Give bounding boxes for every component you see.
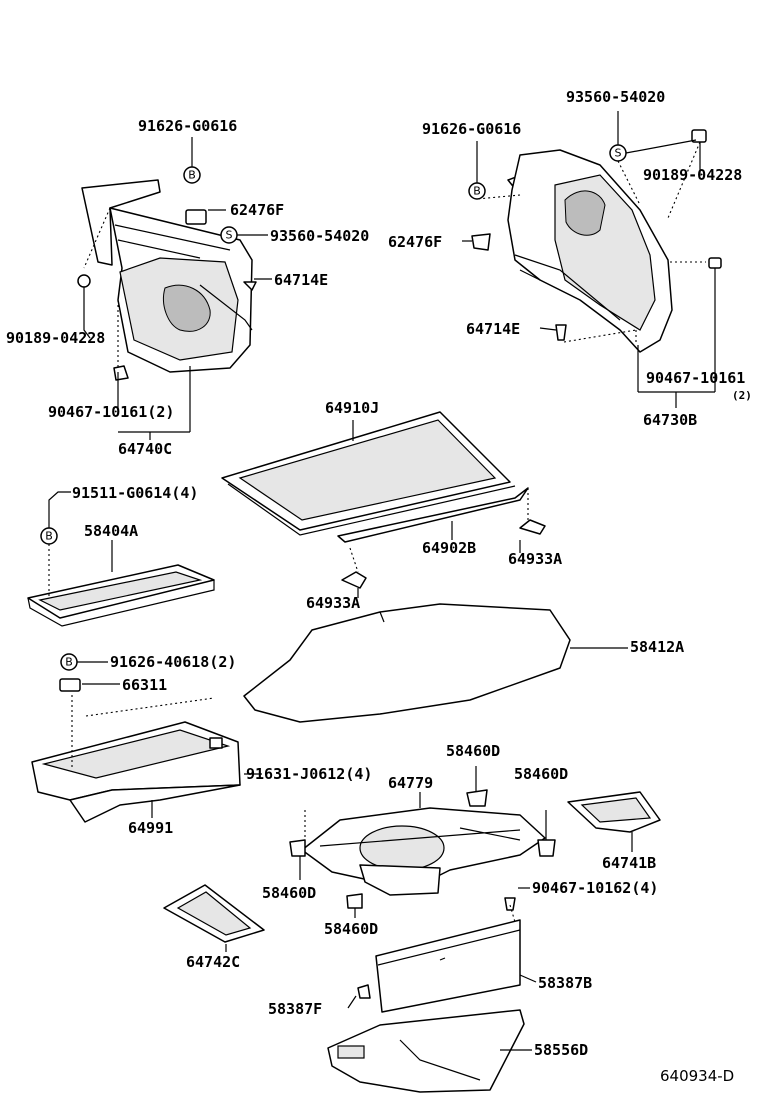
label-64910j: 64910J	[325, 399, 379, 417]
label-91626-40618: 91626-40618(2)	[110, 653, 236, 671]
trim-board-part	[357, 897, 521, 1013]
label-64742c: 64742C	[186, 953, 240, 971]
label-58387b: 58387B	[538, 974, 592, 992]
svg-text:B: B	[65, 656, 73, 669]
label-64730b: 64730B	[643, 411, 697, 429]
symbol-b-left: B	[183, 166, 201, 184]
label-58404a: 58404A	[84, 522, 138, 540]
svg-text:B: B	[473, 185, 481, 198]
leader-lines	[48, 111, 716, 1051]
label-58460d-bottom: 58460D	[324, 920, 378, 938]
label-91626-g0616-right: 91626-G0616	[422, 120, 521, 138]
label-64714e-right: 64714E	[466, 320, 520, 338]
storage-box-part	[31, 678, 241, 823]
label-64779: 64779	[388, 774, 433, 792]
label-66311: 66311	[122, 676, 167, 694]
quarter-trim-right-part	[471, 129, 722, 353]
label-64740c: 64740C	[118, 440, 172, 458]
trunk-mat-part	[243, 603, 571, 723]
symbol-s-left: S	[220, 226, 238, 244]
symbol-b-right: B	[468, 182, 486, 200]
label-64714e-left: 64714E	[274, 271, 328, 289]
label-58460d-left: 58460D	[262, 884, 316, 902]
label-90467-10161-left: 90467-10161(2)	[48, 403, 174, 421]
label-90189-04228-left: 90189-04228	[6, 329, 105, 347]
panel-64742c-part	[163, 884, 265, 943]
diagram-code: 640934-D	[660, 1067, 734, 1085]
label-64991: 64991	[128, 819, 173, 837]
label-64933a-right: 64933A	[508, 550, 562, 568]
label-91511-g0614: 91511-G0614(4)	[72, 484, 198, 502]
label-58460d-right: 58460D	[514, 765, 568, 783]
svg-text:S: S	[226, 229, 233, 242]
quarter-trim-left-part	[77, 179, 257, 381]
label-64933a-left: 64933A	[306, 594, 360, 612]
symbol-s-right: S	[609, 144, 627, 162]
label-58460d-top: 58460D	[446, 742, 500, 760]
part-labels: 91626-G0616 93560-54020 62476F 64714E 90…	[6, 88, 752, 1085]
label-64902b: 64902B	[422, 539, 476, 557]
label-58412a: 58412A	[630, 638, 684, 656]
label-90467-10161-right: 90467-10161	[646, 369, 745, 387]
fastener-dash-lines	[48, 141, 706, 923]
label-91626-g0616-left: 91626-G0616	[138, 117, 237, 135]
label-58387f: 58387F	[268, 1000, 322, 1018]
symbol-b-box: B	[60, 653, 78, 671]
label-93560-54020-top: 93560-54020	[566, 88, 665, 106]
label-64741b: 64741B	[602, 854, 656, 872]
label-62476f-left: 62476F	[230, 201, 284, 219]
symbol-b-tray: B	[40, 527, 58, 545]
label-90189-04228-right: 90189-04228	[643, 166, 742, 184]
svg-text:B: B	[45, 530, 53, 543]
svg-text:B: B	[188, 169, 196, 182]
label-93560-54020-left: 93560-54020	[270, 227, 369, 245]
label-91631-j0612: 91631-J0612(4)	[246, 765, 372, 783]
floor-panel-part	[327, 1009, 525, 1093]
label-90467-10162: 90467-10162(4)	[532, 879, 658, 897]
label-90467-10161-right-qty: (2)	[732, 389, 752, 402]
label-58556d: 58556D	[534, 1041, 588, 1059]
panel-64741b-part	[567, 791, 661, 833]
tray-58404a-part	[27, 564, 215, 627]
label-62476f-right: 62476F	[388, 233, 442, 251]
svg-text:S: S	[615, 147, 622, 160]
spare-cover-part	[289, 789, 556, 909]
tonneau-cover-part	[221, 411, 546, 589]
